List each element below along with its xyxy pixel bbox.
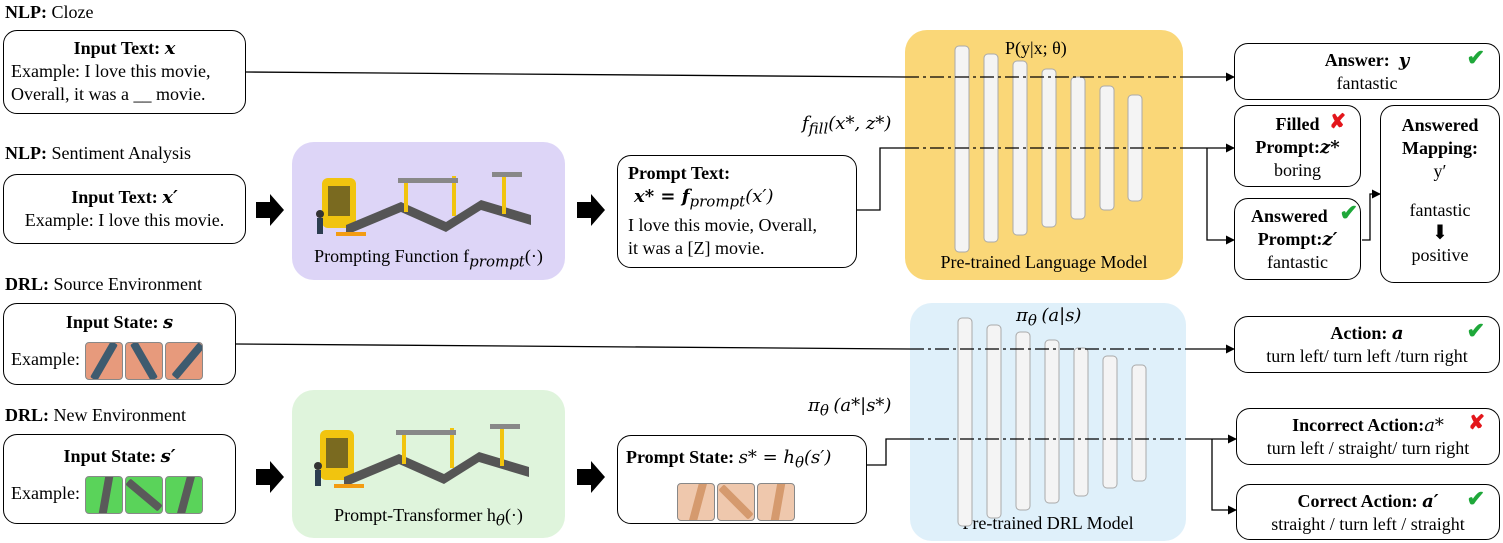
conveyor-belt-icon <box>314 424 529 488</box>
source-state-input-box: Input State: s Example: <box>3 303 236 385</box>
plm-top-formula: P(y|x; θ) <box>1005 38 1067 58</box>
prompt-text-box: Prompt Text: x* = fprompt(x′) I love thi… <box>617 155 857 268</box>
cross-icon: ✘ <box>1468 412 1485 434</box>
road-tile-icon <box>165 476 204 514</box>
plm-label: Pre-trained Language Model <box>940 252 1148 272</box>
sentiment-input-box: Input Text: x′ Example: I love this movi… <box>3 174 246 244</box>
fat-arrow-icon <box>577 461 605 493</box>
section-drl-source: DRL: Source Environment <box>5 274 202 294</box>
fat-arrow-icon <box>577 194 605 226</box>
correct-action-box: Correct Action: a′ straight / turn left … <box>1236 484 1500 540</box>
fat-arrow-icon <box>256 194 284 226</box>
road-tile-icon <box>677 482 715 521</box>
action-box: Action: a turn left/ turn left /turn rig… <box>1234 316 1500 373</box>
section-nlp-cloze: NLP: Cloze <box>5 2 94 22</box>
answer-box: Answer: y fantastic ✔ <box>1234 43 1500 100</box>
drl-top-formula: πθ (a|s) <box>1016 305 1082 330</box>
cloze-input-box: Input Text: x Example: I love this movie… <box>3 30 246 114</box>
cross-icon: ✘ <box>1329 111 1346 133</box>
road-tile-icon <box>717 482 755 521</box>
road-tile-icon <box>85 476 124 514</box>
new-state-input-box: Input State: s′ Example: <box>3 434 236 524</box>
check-icon: ✔ <box>1466 486 1485 511</box>
road-tile-icon <box>125 476 164 514</box>
answered-prompt-box: Answered Prompt:z′ fantastic ✔ <box>1234 198 1361 280</box>
road-tile-icon <box>165 342 204 380</box>
section-nlp-sentiment: NLP: Sentiment Analysis <box>5 143 191 163</box>
prompt-transformer-panel: Prompt-Transformer hθ(·) <box>292 390 565 538</box>
section-drl-new: DRL: New Environment <box>5 405 186 425</box>
fat-arrow-icon <box>256 461 284 493</box>
road-tile-icon <box>85 342 124 380</box>
prompting-function-panel: Prompting Function fprompt(·) <box>292 142 565 280</box>
check-icon: ✔ <box>1339 200 1358 225</box>
road-tile-icon <box>757 482 795 521</box>
check-icon: ✔ <box>1466 45 1485 70</box>
answered-mapping-box: Answered Mapping: y′ fantastic ⬇ positiv… <box>1380 105 1500 283</box>
check-icon: ✔ <box>1466 318 1485 343</box>
drl-model-label: Pre-trained DRL Model <box>962 513 1134 533</box>
prompt-transformer-label: Prompt-Transformer hθ(·) <box>334 505 523 530</box>
incorrect-action-box: Incorrect Action:a* turn left / straight… <box>1236 408 1500 465</box>
drl-mid-formula: πθ (a*|s*) <box>808 395 892 420</box>
road-tile-icon <box>125 342 164 380</box>
filled-prompt-box: Filled Prompt:z* boring ✘ <box>1234 105 1361 187</box>
prompt-state-box: Prompt State: s* = hθ(s′) <box>617 435 867 524</box>
fill-formula: ffill(x*, z*) <box>802 113 892 138</box>
conveyor-belt-icon <box>316 172 531 236</box>
down-arrow-icon: ⬇ <box>1431 222 1449 244</box>
prompting-function-label: Prompting Function fprompt(·) <box>314 246 543 271</box>
